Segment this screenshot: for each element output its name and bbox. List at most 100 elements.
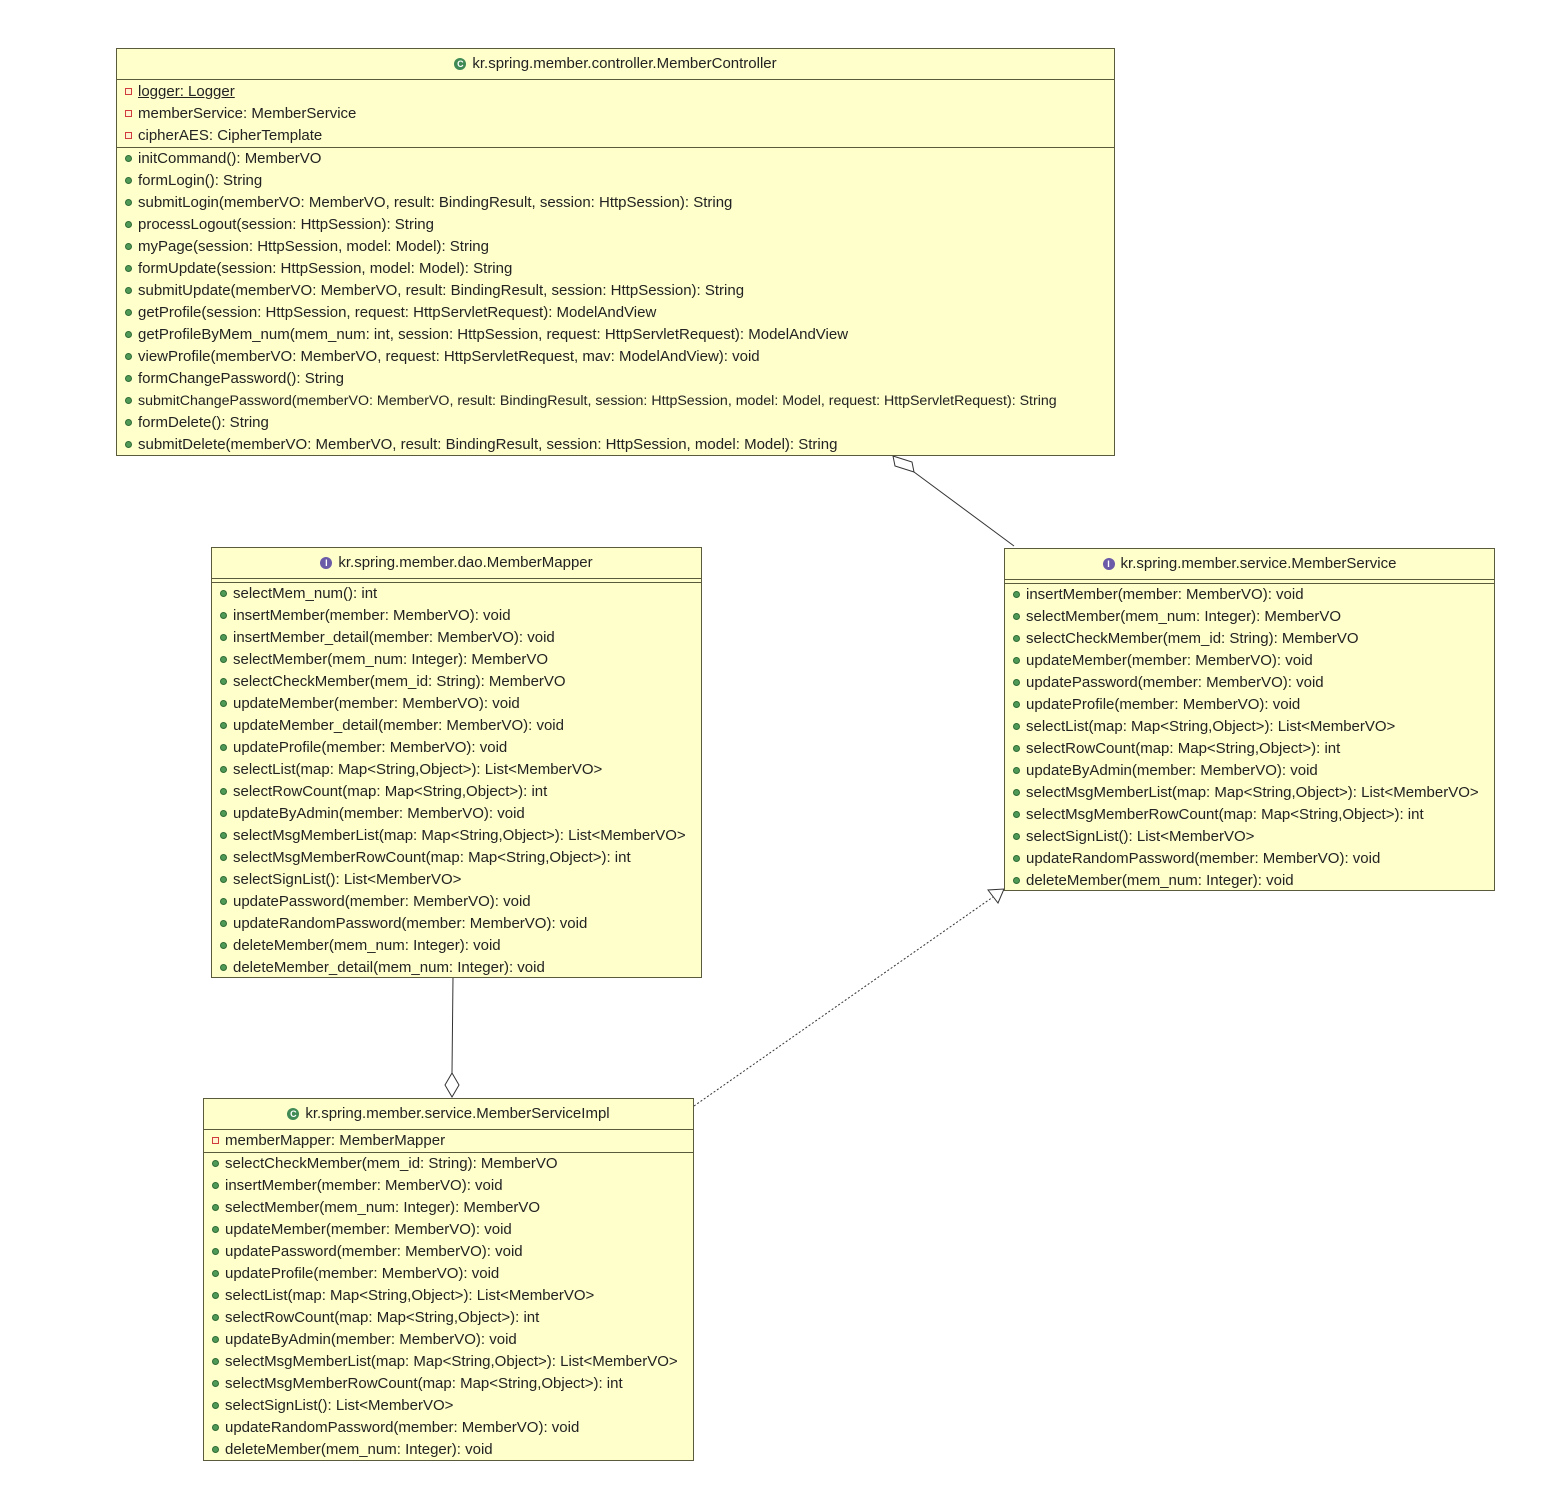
public-visibility-icon bbox=[220, 744, 227, 751]
method-text: insertMember(member: MemberVO): void bbox=[233, 607, 511, 624]
method-row: formDelete(): String bbox=[117, 412, 1114, 434]
public-visibility-icon bbox=[1013, 679, 1020, 686]
method-row: selectMsgMemberList(map: Map<String,Obje… bbox=[1005, 782, 1494, 804]
field-row: logger: Logger bbox=[117, 81, 1114, 103]
private-visibility-icon bbox=[125, 110, 132, 117]
public-visibility-icon bbox=[125, 177, 132, 184]
method-row: selectMember(mem_num: Integer): MemberVO bbox=[212, 649, 701, 671]
interface-icon: I bbox=[320, 557, 333, 569]
method-text: deleteMember(mem_num: Integer): void bbox=[1026, 872, 1294, 889]
method-text: updateMember(member: MemberVO): void bbox=[1026, 652, 1313, 669]
method-row: insertMember(member: MemberVO): void bbox=[212, 605, 701, 627]
method-row: selectCheckMember(mem_id: String): Membe… bbox=[212, 671, 701, 693]
class-name: kr.spring.member.service.MemberServiceIm… bbox=[305, 1105, 610, 1122]
public-visibility-icon bbox=[125, 441, 132, 448]
interface-icon: I bbox=[1102, 558, 1115, 570]
method-row: submitDelete(memberVO: MemberVO, result:… bbox=[117, 434, 1114, 456]
public-visibility-icon bbox=[212, 1358, 219, 1365]
class-header: I kr.spring.member.service.MemberService bbox=[1005, 549, 1494, 580]
method-text: selectMsgMemberRowCount(map: Map<String,… bbox=[1026, 806, 1424, 823]
field-row: memberService: MemberService bbox=[117, 103, 1114, 125]
method-text: submitDelete(memberVO: MemberVO, result:… bbox=[138, 436, 838, 453]
method-text: deleteMember(mem_num: Integer): void bbox=[225, 1441, 493, 1458]
method-text: updateRandomPassword(member: MemberVO): … bbox=[225, 1419, 580, 1436]
method-text: deleteMember(mem_num: Integer): void bbox=[233, 937, 501, 954]
method-text: selectMember(mem_num: Integer): MemberVO bbox=[233, 651, 549, 668]
method-text: submitLogin(memberVO: MemberVO, result: … bbox=[138, 194, 733, 211]
public-visibility-icon bbox=[220, 612, 227, 619]
method-text: selectMsgMemberRowCount(map: Map<String,… bbox=[233, 849, 631, 866]
method-row: selectMsgMemberRowCount(map: Map<String,… bbox=[204, 1373, 693, 1395]
method-text: selectSignList(): List<MemberVO> bbox=[233, 871, 462, 888]
public-visibility-icon bbox=[212, 1204, 219, 1211]
method-text: selectRowCount(map: Map<String,Object>):… bbox=[225, 1309, 540, 1326]
method-text: updateMember(member: MemberVO): void bbox=[233, 695, 520, 712]
interface-memberservice[interactable]: I kr.spring.member.service.MemberService… bbox=[1004, 548, 1495, 891]
class-icon: C bbox=[454, 58, 467, 70]
method-row: updateMember_detail(member: MemberVO): v… bbox=[212, 715, 701, 737]
public-visibility-icon bbox=[220, 942, 227, 949]
method-text: formChangePassword(): String bbox=[138, 370, 344, 387]
public-visibility-icon bbox=[1013, 855, 1020, 862]
method-text: getProfileByMem_num(mem_num: int, sessio… bbox=[138, 326, 849, 343]
public-visibility-icon bbox=[220, 634, 227, 641]
public-visibility-icon bbox=[220, 656, 227, 663]
class-icon: C bbox=[287, 1108, 300, 1120]
public-visibility-icon bbox=[1013, 767, 1020, 774]
method-row: viewProfile(memberVO: MemberVO, request:… bbox=[117, 346, 1114, 368]
method-row: updateByAdmin(member: MemberVO): void bbox=[204, 1329, 693, 1351]
method-row: selectMsgMemberRowCount(map: Map<String,… bbox=[1005, 804, 1494, 826]
public-visibility-icon bbox=[212, 1314, 219, 1321]
class-header: C kr.spring.member.controller.MemberCont… bbox=[117, 49, 1114, 80]
public-visibility-icon bbox=[220, 700, 227, 707]
public-visibility-icon bbox=[212, 1424, 219, 1431]
method-text: selectMsgMemberRowCount(map: Map<String,… bbox=[225, 1375, 623, 1392]
method-row: formChangePassword(): String bbox=[117, 368, 1114, 390]
method-row: updatePassword(member: MemberVO): void bbox=[212, 891, 701, 913]
method-text: selectCheckMember(mem_id: String): Membe… bbox=[225, 1155, 558, 1172]
method-row: selectMsgMemberList(map: Map<String,Obje… bbox=[212, 825, 701, 847]
public-visibility-icon bbox=[220, 788, 227, 795]
field-text: memberMapper: MemberMapper bbox=[225, 1132, 446, 1149]
method-row: updateRandomPassword(member: MemberVO): … bbox=[212, 913, 701, 935]
private-visibility-icon bbox=[212, 1137, 219, 1144]
methods-compartment: selectCheckMember(mem_id: String): Membe… bbox=[204, 1153, 693, 1461]
public-visibility-icon bbox=[212, 1336, 219, 1343]
method-row: selectMember(mem_num: Integer): MemberVO bbox=[204, 1197, 693, 1219]
method-text: formLogin(): String bbox=[138, 172, 263, 189]
public-visibility-icon bbox=[212, 1292, 219, 1299]
method-row: initCommand(): MemberVO bbox=[117, 148, 1114, 170]
method-text: formDelete(): String bbox=[138, 414, 269, 431]
method-row: deleteMember(mem_num: Integer): void bbox=[1005, 870, 1494, 892]
class-memberserviceimpl[interactable]: C kr.spring.member.service.MemberService… bbox=[203, 1098, 694, 1461]
fields-compartment: logger: Logger memberService: MemberServ… bbox=[117, 80, 1114, 148]
realization-line-impl-service bbox=[693, 896, 994, 1107]
method-text: processLogout(session: HttpSession): Str… bbox=[138, 216, 434, 233]
method-text: insertMember(member: MemberVO): void bbox=[1026, 586, 1304, 603]
method-row: selectCheckMember(mem_id: String): Membe… bbox=[1005, 628, 1494, 650]
realization-arrowhead bbox=[987, 888, 1005, 904]
method-text: getProfile(session: HttpSession, request… bbox=[138, 304, 657, 321]
public-visibility-icon bbox=[125, 309, 132, 316]
class-membercontroller[interactable]: C kr.spring.member.controller.MemberCont… bbox=[116, 48, 1115, 456]
public-visibility-icon bbox=[1013, 877, 1020, 884]
method-row: updateByAdmin(member: MemberVO): void bbox=[212, 803, 701, 825]
public-visibility-icon bbox=[220, 766, 227, 773]
method-text: initCommand(): MemberVO bbox=[138, 150, 322, 167]
method-row: insertMember_detail(member: MemberVO): v… bbox=[212, 627, 701, 649]
method-row: selectList(map: Map<String,Object>): Lis… bbox=[212, 759, 701, 781]
methods-compartment: initCommand(): MemberVO formLogin(): Str… bbox=[117, 148, 1114, 456]
public-visibility-icon bbox=[125, 287, 132, 294]
public-visibility-icon bbox=[220, 898, 227, 905]
methods-compartment: selectMem_num(): int insertMember(member… bbox=[212, 583, 701, 979]
method-row: selectMember(mem_num: Integer): MemberVO bbox=[1005, 606, 1494, 628]
interface-membermapper[interactable]: I kr.spring.member.dao.MemberMapper sele… bbox=[211, 547, 702, 978]
method-row: selectMem_num(): int bbox=[212, 583, 701, 605]
method-row: submitLogin(memberVO: MemberVO, result: … bbox=[117, 192, 1114, 214]
public-visibility-icon bbox=[212, 1402, 219, 1409]
method-text: myPage(session: HttpSession, model: Mode… bbox=[138, 238, 489, 255]
class-name: kr.spring.member.service.MemberService bbox=[1120, 555, 1397, 572]
field-row: cipherAES: CipherTemplate bbox=[117, 125, 1114, 147]
method-text: selectCheckMember(mem_id: String): Membe… bbox=[233, 673, 566, 690]
